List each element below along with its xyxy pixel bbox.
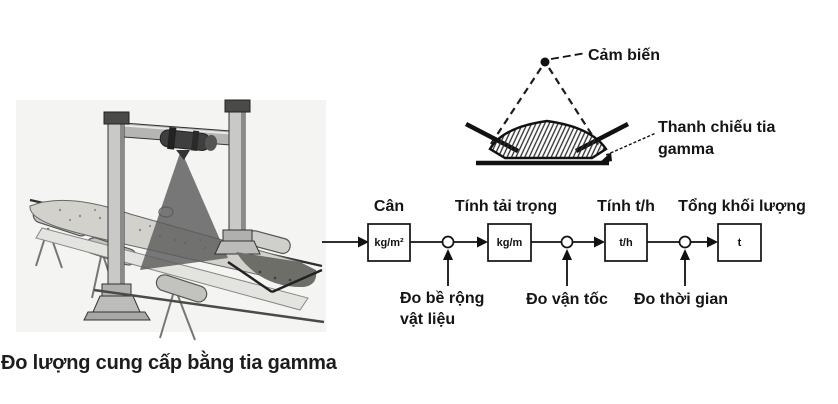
bottom-rod bbox=[93, 288, 325, 324]
flow-boxes bbox=[367, 223, 762, 262]
stage-title-weigh: Cân bbox=[373, 198, 405, 215]
flow-box-kgm bbox=[487, 223, 532, 262]
gantry-right-post bbox=[214, 99, 261, 255]
measurement-cone-dashed bbox=[488, 67, 602, 150]
sensor-dot bbox=[540, 57, 550, 67]
input-label-speed: Đo vận tốc bbox=[526, 291, 608, 308]
input-label-width-line1: Đo bề rộng bbox=[400, 290, 485, 307]
trough-front-wing bbox=[35, 227, 309, 311]
trough-edge-right bbox=[271, 268, 323, 294]
flow-box-th bbox=[604, 223, 648, 262]
radiation-beam bbox=[140, 150, 228, 270]
gamma-bar-pointer-line bbox=[605, 132, 657, 156]
junction-circle-2 bbox=[560, 235, 574, 249]
stage-title-rate: Tính t/h bbox=[597, 198, 655, 215]
gamma-source-device bbox=[159, 126, 218, 152]
gamma-bar-label-line1: Thanh chiếu tia bbox=[658, 119, 776, 136]
junction-circle-1 bbox=[441, 235, 455, 249]
conveyor-illustration bbox=[16, 99, 326, 341]
roller-stand-front bbox=[159, 287, 196, 341]
junction-circle-3 bbox=[678, 235, 692, 249]
stage-title-load: Tính tải trọng bbox=[454, 198, 558, 215]
gamma-bar-pointer-arrowhead bbox=[598, 152, 612, 164]
input-label-width: Đo bề rộng vật liệu bbox=[400, 288, 484, 330]
figure-caption: Đo lượng cung cấp bằng tia gamma bbox=[1, 352, 337, 374]
cross-section-diagram bbox=[464, 52, 657, 166]
flow-box-unit-t: t bbox=[737, 236, 742, 249]
gamma-bar-label: Thanh chiếu tia gamma bbox=[658, 117, 775, 161]
material-cross-section bbox=[488, 119, 608, 160]
sensor-leader-line bbox=[550, 52, 587, 60]
junction-circles bbox=[441, 235, 692, 249]
device-nozzle bbox=[176, 150, 190, 160]
gantry-left-post bbox=[83, 111, 151, 321]
flow-box-unit-th: t/h bbox=[619, 236, 633, 249]
input-label-width-line2: vật liệu bbox=[400, 311, 456, 328]
flow-box-unit-kgm2: kg/m² bbox=[374, 236, 404, 249]
flow-arrowheads bbox=[358, 236, 718, 260]
trough-edge-left bbox=[227, 260, 273, 294]
input-label-time: Đo thời gian bbox=[633, 291, 729, 308]
trough-end-material bbox=[236, 252, 317, 288]
flow-box-t bbox=[717, 223, 762, 262]
flow-box-unit-kgm: kg/m bbox=[496, 236, 523, 249]
flow-diagram-lines bbox=[322, 241, 707, 286]
gamma-bar-label-line2: gamma bbox=[658, 141, 715, 158]
roller-front bbox=[155, 274, 208, 303]
sensor-label: Cảm biến bbox=[588, 47, 661, 64]
stage-title-total: Tổng khối lượng bbox=[678, 198, 806, 215]
trough-end-speckles bbox=[258, 270, 292, 282]
flow-box-kgm2 bbox=[367, 223, 411, 262]
